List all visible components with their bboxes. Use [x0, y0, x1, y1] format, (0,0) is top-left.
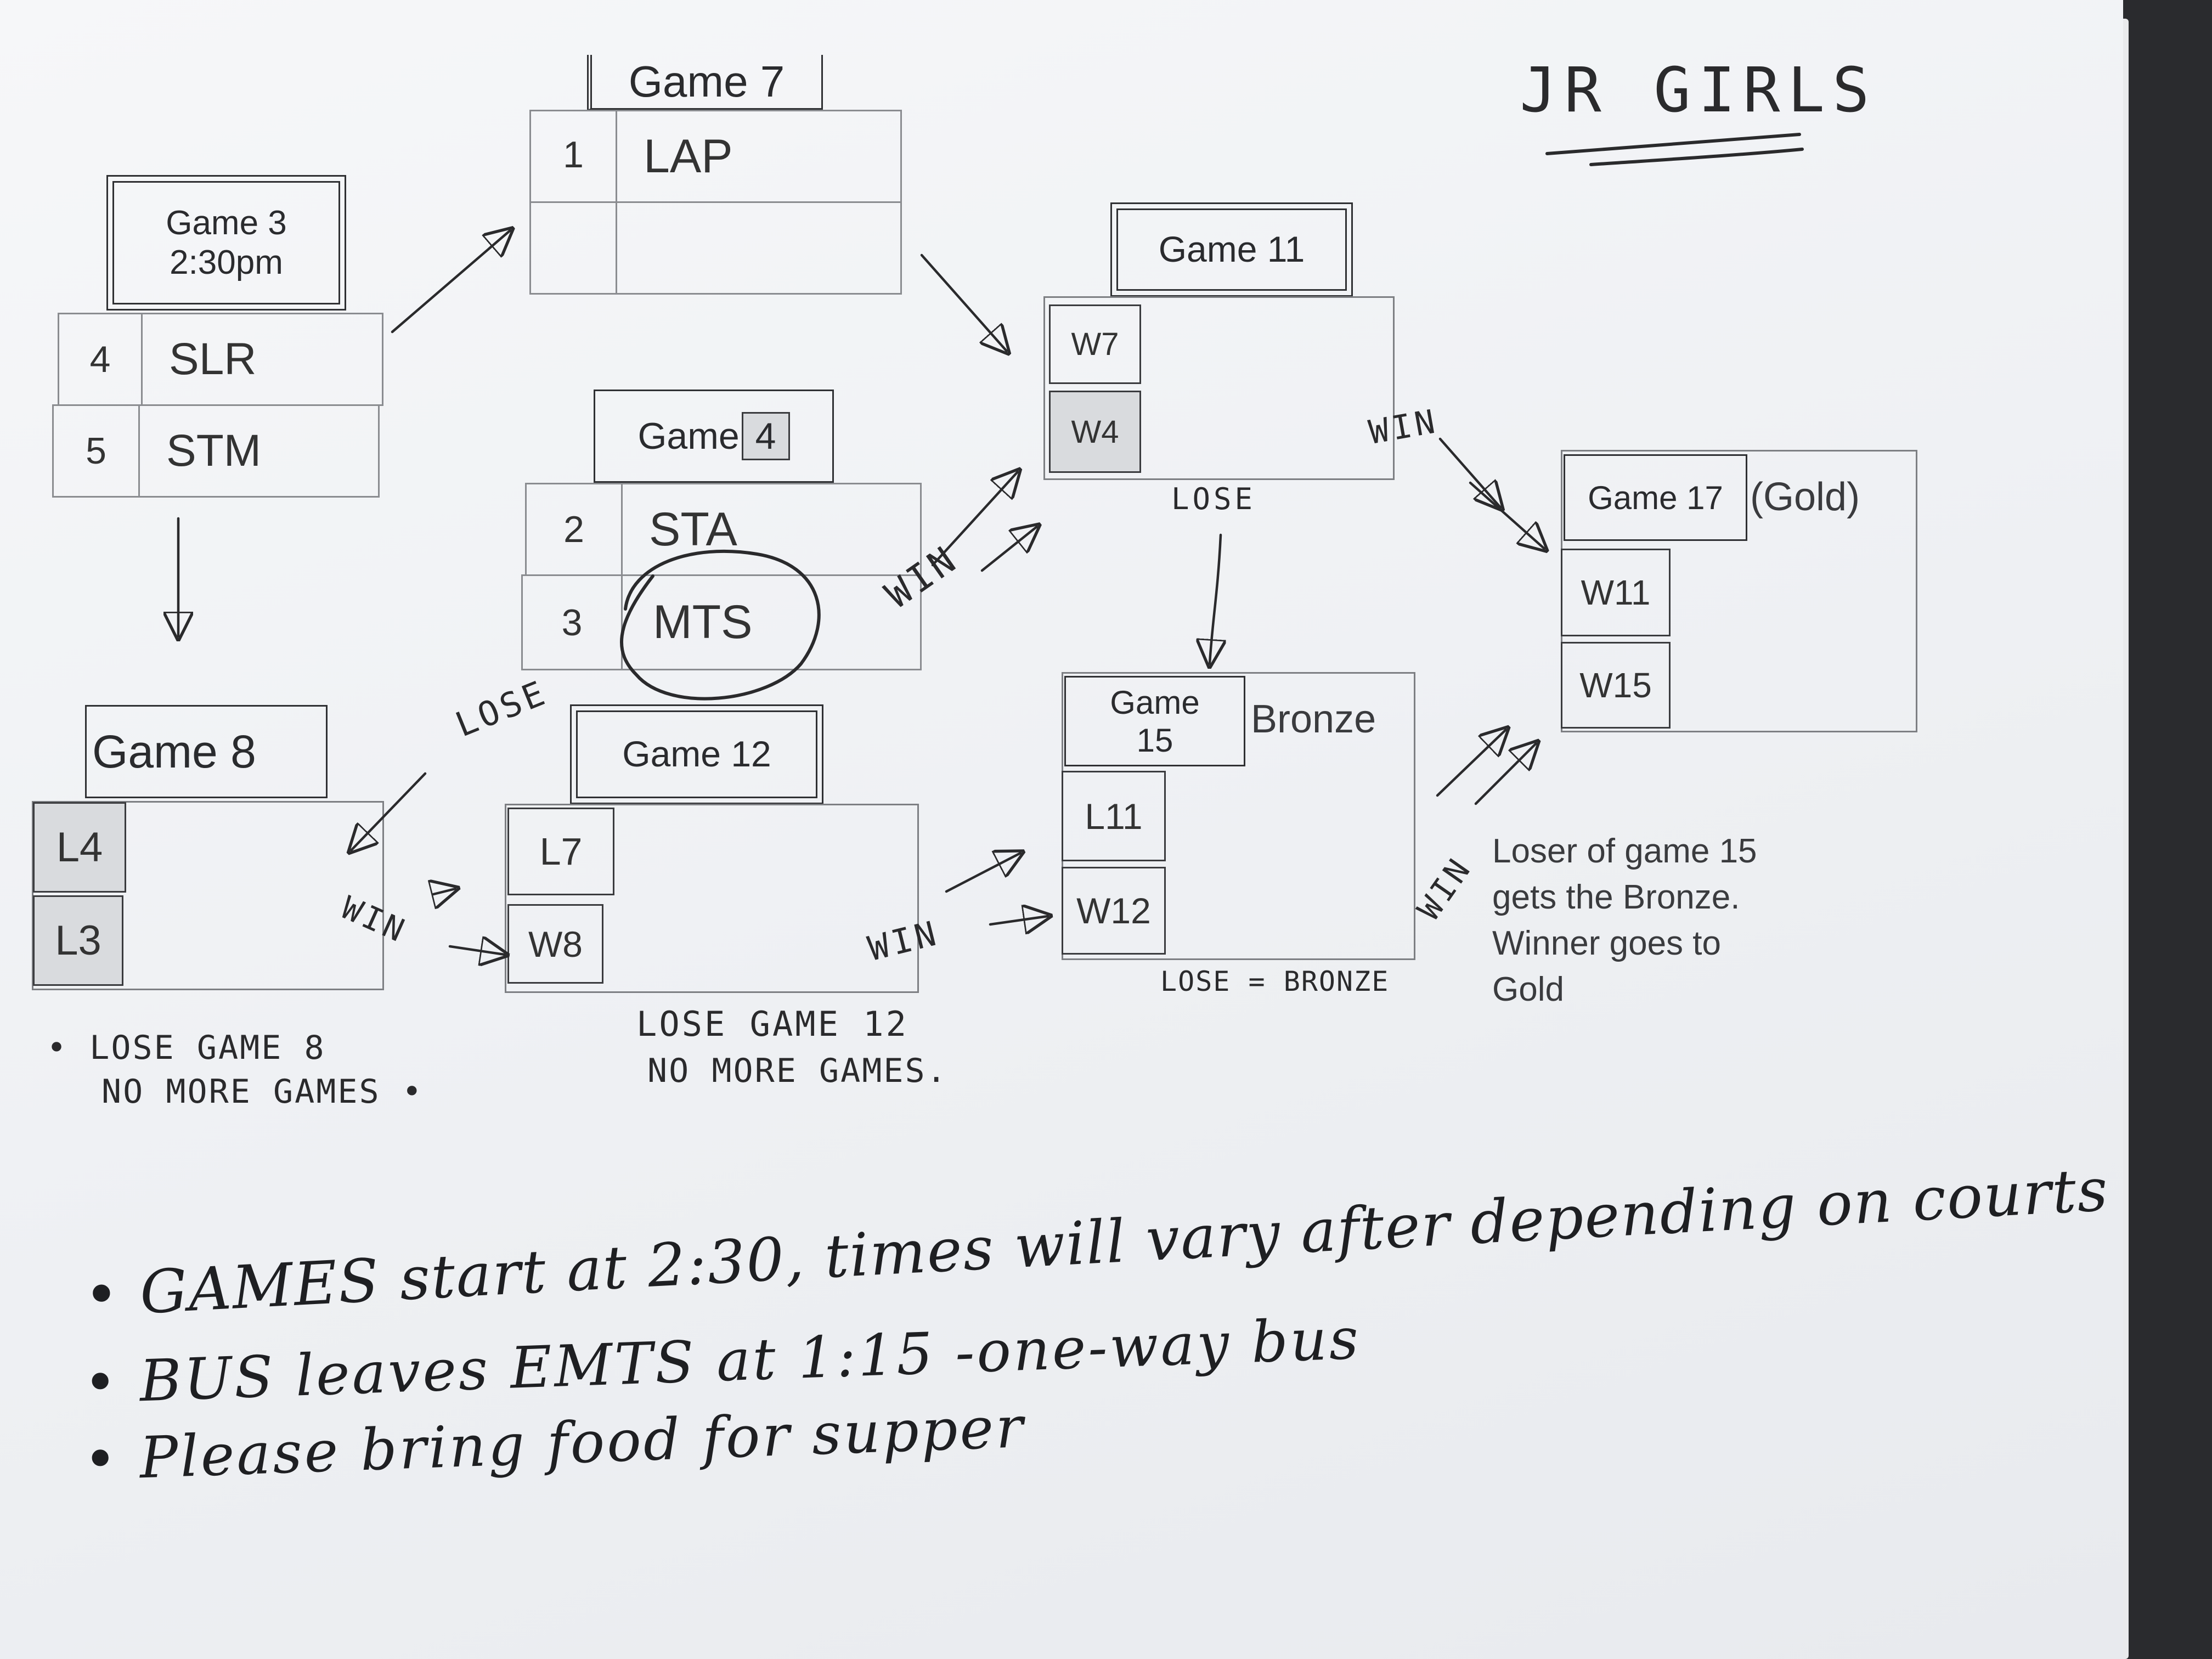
game-8-header: Game 8 — [85, 705, 328, 798]
arrow-game-4-win-2 — [980, 527, 1037, 572]
arrow-game-8-win — [433, 889, 455, 894]
game-8-note-line-2: NO MORE GAMES • — [101, 1073, 424, 1111]
game-12-note: LOSE GAME 12 NO MORE GAMES. — [636, 1004, 946, 1090]
game-4-number: 4 — [741, 411, 790, 461]
lose-bronze-label: LOSE = BRONZE — [1160, 966, 1390, 997]
sheet-title: JR GIRLS — [1520, 55, 1877, 126]
note-line-4: Gold — [1492, 970, 1564, 1008]
hand-drawn-marks — [0, 133, 1804, 1659]
arrow-game-15-win — [1436, 730, 1506, 797]
arrow-game-8-win-2 — [448, 946, 505, 955]
arrow-game-11-win — [1438, 437, 1500, 507]
arrow-game-11-win-2 — [1469, 481, 1544, 549]
mts-circle — [620, 549, 821, 701]
arrow-game-12-win-2 — [989, 916, 1048, 924]
game-8-slot-2: L3 — [33, 895, 123, 986]
game-12-table — [505, 804, 919, 993]
game-12-header: Game 12 — [570, 704, 823, 804]
bracket-sheet: JR GIRLS Game 3 2:30pm 4 SLR 5 STM Game … — [0, 0, 2123, 1659]
game-11-header: Game 11 — [1110, 202, 1353, 297]
game-12-note-line-1: LOSE GAME 12 — [636, 1004, 909, 1044]
arrow-game-3-to-7 — [391, 230, 510, 334]
game-3-time: 2:30pm — [170, 243, 283, 281]
note-line-1: Loser of game 15 — [1492, 832, 1757, 870]
game-4-team-1: STA — [621, 483, 922, 576]
game-4-title: Game — [637, 415, 740, 457]
game-17-slot-1: W11 — [1561, 549, 1671, 636]
game-4-header: Game 4 — [594, 390, 834, 483]
note-line-2: gets the Bronze. — [1492, 878, 1740, 916]
game-8-table — [32, 801, 384, 990]
game-12-slot-1: L7 — [507, 808, 614, 895]
game-15-slot-2: W12 — [1062, 867, 1166, 955]
arrow-game-11-lose — [1210, 533, 1221, 664]
arrow-game-12-win — [945, 853, 1020, 893]
game-4-team-2: MTS — [621, 574, 922, 670]
game-12-note-line-2: NO MORE GAMES. — [647, 1052, 948, 1090]
lose-label-game-11: LOSE — [1171, 482, 1256, 516]
game-15-slot-1: L11 — [1062, 771, 1166, 861]
bronze-gold-note: Loser of game 15 gets the Bronze. Winner… — [1492, 828, 1757, 1013]
arrow-game-15-win-2 — [1474, 743, 1536, 805]
game-3-header: Game 3 2:30pm — [106, 175, 346, 311]
note-line-3: Winner goes to — [1492, 924, 1721, 962]
game-8-note: • LOSE GAME 8 NO MORE GAMES • — [47, 1029, 422, 1111]
game-8-slot-1: L4 — [33, 802, 126, 893]
game-8-note-line-1: • LOSE GAME 8 — [47, 1029, 326, 1067]
game-11-slot-2: W4 — [1049, 391, 1141, 473]
game-7-header: Game 7 — [587, 55, 823, 110]
arrow-game-4-win — [931, 472, 1018, 567]
game-3-team-2: STM — [138, 404, 380, 498]
arrow-game-7-to-11 — [920, 253, 1007, 351]
game-7-team-2 — [616, 201, 902, 295]
game-11-table — [1043, 296, 1395, 480]
game-11-slot-1: W7 — [1049, 304, 1141, 384]
title-underline — [1545, 133, 1801, 155]
game-17-gold-label: (Gold) — [1750, 475, 1860, 519]
game-17-slot-2: W15 — [1561, 642, 1671, 729]
game-15-header: Game 15 — [1064, 676, 1245, 766]
game-15-title: Game 15 — [1110, 684, 1200, 759]
arrow-game-4-lose — [351, 772, 427, 850]
game-3-title: Game 3 — [166, 204, 287, 242]
game-15-bronze-label: Bronze — [1251, 697, 1376, 741]
title-underline-2 — [1589, 148, 1804, 166]
game-17-header: Game 17 — [1564, 454, 1747, 541]
